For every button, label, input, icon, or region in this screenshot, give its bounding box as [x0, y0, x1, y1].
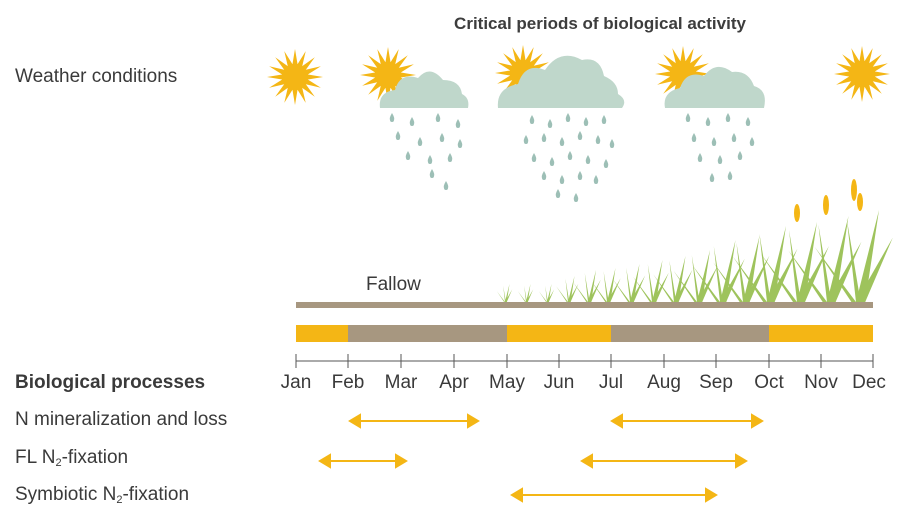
fallow-label: Fallow	[366, 274, 421, 295]
double-arrow-icon	[580, 453, 748, 469]
double-arrow-icon	[610, 413, 764, 429]
month-label-nov: Nov	[804, 372, 838, 393]
month-label-dec: Dec	[852, 372, 886, 393]
diagram-title: Critical periods of biological activity	[454, 14, 746, 33]
process-label-n-mineralization: N mineralization and loss	[15, 409, 228, 430]
plant-icon	[496, 210, 893, 302]
grain-head-icon	[794, 179, 863, 222]
double-arrow-icon	[510, 487, 718, 503]
sun-icon	[834, 46, 890, 102]
month-label-jan: Jan	[280, 372, 312, 393]
month-label-jul: Jul	[598, 372, 624, 393]
process-label-fl-n2-fixation: FL N2-fixation	[15, 447, 129, 469]
rain-icon	[685, 113, 755, 182]
double-arrow-icon	[318, 453, 408, 469]
month-label-sep: Sep	[699, 372, 733, 393]
month-label-mar: Mar	[384, 372, 418, 393]
weather-conditions-label: Weather conditions	[15, 66, 178, 87]
process-label-symbiotic-n2-fixation: Symbiotic N2-fixation	[15, 484, 190, 506]
biological-processes-label: Biological processes	[15, 372, 206, 393]
timeline-axis	[295, 354, 874, 368]
cloud-icon	[497, 55, 625, 108]
month-label-may: May	[489, 372, 525, 393]
month-label-oct: Oct	[754, 372, 784, 393]
month-label-apr: Apr	[439, 372, 469, 393]
cloud-icon	[379, 71, 469, 108]
cloud-icon	[664, 66, 765, 108]
month-label-aug: Aug	[647, 372, 681, 393]
double-arrow-icon	[348, 413, 480, 429]
month-label-feb: Feb	[331, 372, 365, 393]
rain-icon	[389, 113, 463, 190]
month-label-jun: Jun	[543, 372, 575, 393]
fallow-line	[296, 302, 873, 308]
season-band	[296, 325, 873, 342]
sun-icon	[267, 49, 323, 105]
rain-icon	[523, 113, 615, 202]
